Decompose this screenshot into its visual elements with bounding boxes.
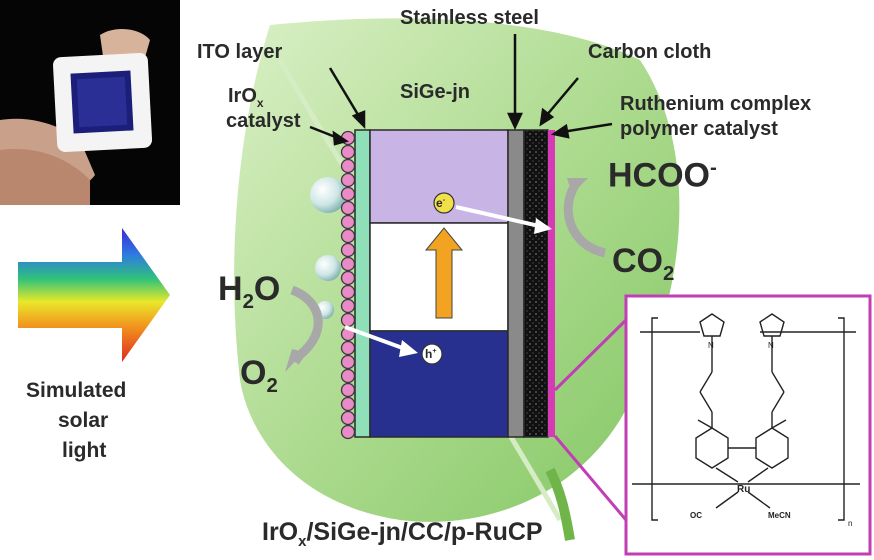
molecule-n-subscript: n [848,519,852,528]
hole-circle [421,343,443,365]
electron-transfer-arrow [455,205,549,230]
stainless-steel-label: Stainless steel [400,7,539,29]
molecule-oc-label: OC [690,511,702,520]
stainless-steel-layer [507,129,525,438]
label-pointers [309,34,613,146]
device-photo [0,0,180,205]
h2o-label: H2O [218,270,281,313]
hcoo-label: HCOO- [608,156,717,195]
irox-catalyst-label-line2: catalyst [226,110,301,132]
carbon-cloth-layer [523,129,549,438]
hole-transfer-arrow [344,325,409,352]
ruthenium-label-line2: polymer catalyst [620,118,778,140]
device-configuration-label: IrOx/SiGe-jn/CC/p-RuCP [262,518,543,550]
molecule-frame-connector-top [553,318,628,392]
electron-circle [433,192,455,214]
molecule-mecn-label: MeCN [768,511,791,520]
simulated-solar-light-line1: Simulated [26,379,127,402]
ruthenium-strip [548,130,555,437]
carbon-cloth-label: Carbon cloth [588,41,712,63]
ito-layer-label: ITO layer [197,41,283,63]
solar-light-arrow [18,228,170,362]
device-photo-image [0,0,180,205]
co2-to-hcoo-arrow [563,182,607,258]
o2-label: O2 [240,354,278,397]
molecule-pyrrole-n-1: N [708,341,714,350]
molecule-frame [624,294,872,556]
molecule-ru-label: Ru [737,484,750,495]
simulated-solar-light-line3: light [62,439,107,462]
molecule-frame-connector-bottom [553,435,628,521]
co2-label: CO2 [612,242,675,285]
hole-label: h+ [425,346,437,361]
ruthenium-label-line1: Ruthenium complex [620,93,812,115]
molecule-pyrrole-n-2: N [768,341,774,350]
irox-catalyst-label: IrOx [228,85,264,110]
ruthenium-complex-structure [632,313,860,521]
simulated-solar-light-line2: solar [58,409,109,432]
bubble-1 [310,177,346,213]
ito-layer [354,129,371,438]
electron-label: e- [436,195,446,210]
leaf-vein-2 [545,467,575,541]
bubble-2 [315,255,341,281]
charge-separation-arrow [424,227,464,319]
sige-jn-label: SiGe-jn [400,81,471,103]
